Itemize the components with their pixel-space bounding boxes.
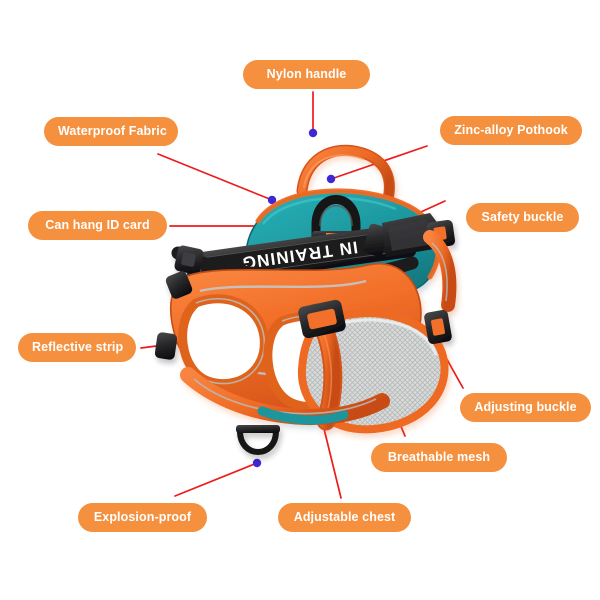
anchor-dot-nylon-handle — [308, 128, 318, 138]
anchor-dot-explosion-proof — [252, 458, 262, 468]
callout-pill-zinc-alloy-pothook[interactable]: Zinc-alloy Pothook — [440, 116, 582, 145]
left-adjusting-buckles — [154, 271, 193, 360]
callout-pill-waterproof-fabric[interactable]: Waterproof Fabric — [44, 117, 178, 146]
anchor-dot-zinc-alloy-pothook — [326, 174, 336, 184]
leader-line-waterproof-fabric — [157, 153, 273, 201]
nylon-handle-part — [296, 144, 395, 205]
callout-pill-adjusting-buckle[interactable]: Adjusting buckle — [460, 393, 591, 422]
left-strap-buckle — [174, 245, 204, 275]
right-adjusting-buckle — [424, 309, 452, 345]
leader-line-explosion-proof — [174, 462, 258, 497]
callout-pill-breathable-mesh[interactable]: Breathable mesh — [371, 443, 507, 472]
anchor-dot-waterproof-fabric — [267, 195, 277, 205]
callout-pill-safety-buckle[interactable]: Safety buckle — [466, 203, 579, 232]
callout-pill-explosion-proof[interactable]: Explosion-proof — [78, 503, 207, 532]
explosion-proof-dring — [236, 425, 280, 455]
dog-harness-product-image: IN TRAINING — [154, 144, 457, 455]
callout-pill-adjustable-chest[interactable]: Adjustable chest — [278, 503, 411, 532]
safety-buckle-part — [363, 213, 456, 257]
callout-pill-can-hang-id-card[interactable]: Can hang ID card — [28, 211, 167, 240]
adjusting-slider-buckle — [298, 299, 346, 339]
callout-pill-reflective-strip[interactable]: Reflective strip — [18, 333, 136, 362]
callout-pill-nylon-handle[interactable]: Nylon handle — [243, 60, 370, 89]
reflective-strip-part — [199, 279, 367, 293]
